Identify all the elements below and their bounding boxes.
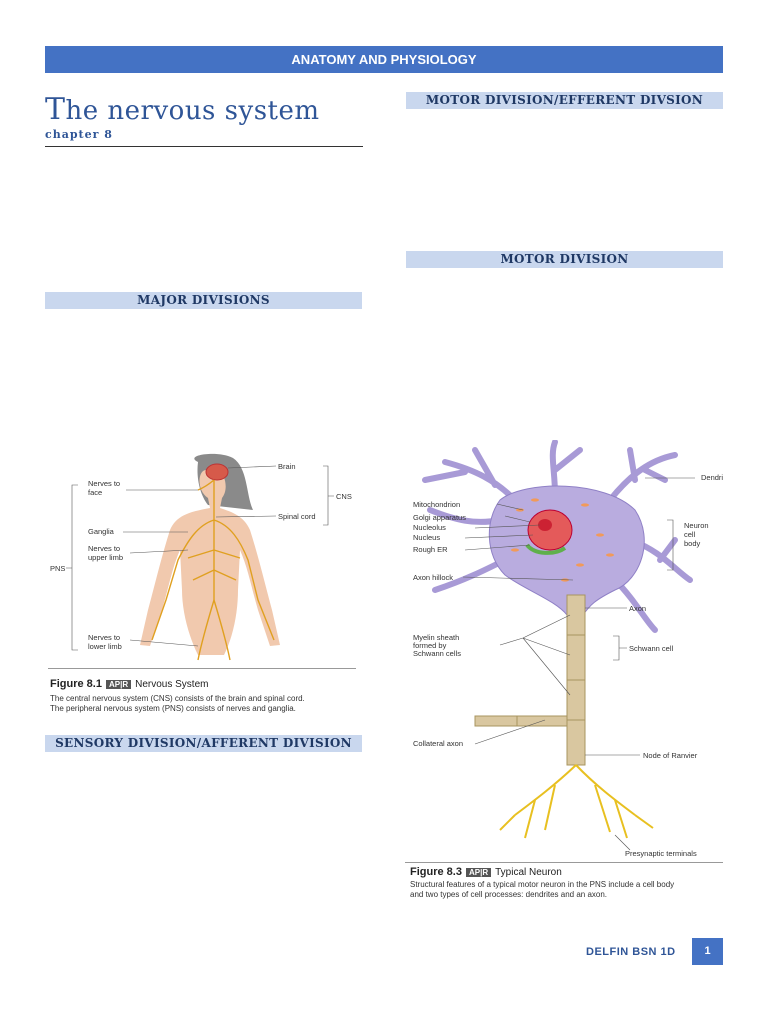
brain-shape [205,463,229,481]
label-nerves-upper-1: Nerves to [88,544,120,553]
label-pns: PNS [50,564,65,573]
nucleus-shape [527,509,573,551]
nerve-paths [151,479,275,661]
label-nucleolus: Nucleolus [413,523,446,532]
label-neuron-1: Neuron [684,521,709,530]
label-nucleus: Nucleus [413,533,440,542]
page-title: The nervous system [45,92,320,127]
neuron-leader-lines [462,477,695,851]
label-axon: Axon [629,604,646,613]
figure3-caption-rule [405,862,723,863]
figure1-caption-rule [48,668,356,669]
apr-badge-icon: AP|R [465,868,492,877]
chapter-label: chapter 8 [45,128,113,141]
label-rough-er: Rough ER [413,545,448,554]
header-banner: ANATOMY AND PHYSIOLOGY [45,46,723,73]
rough-er-shape [525,543,567,555]
figure3-number: Figure 8.3 [410,866,462,878]
section-sensory: SENSORY DIVISION/AFFERENT DIVISION [45,735,362,752]
label-schwann: Schwann cell [629,644,674,653]
label-node: Node of Ranvier [643,751,698,760]
label-spinal-cord: Spinal cord [278,512,316,521]
neuron-figure: Dendrites Mitochondrion Golgi apparatus … [413,440,723,858]
label-axon-hillock: Axon hillock [413,573,453,582]
apr-badge-icon: AP|R [105,680,132,689]
axon-shapes [474,594,586,766]
label-myelin-1: Myelin sheath [413,633,459,642]
figure1-name: Nervous System [135,679,209,690]
figure1-caption-line2: The peripheral nervous system (PNS) cons… [50,704,296,713]
label-golgi: Golgi apparatus [413,513,466,522]
section-major-divisions: MAJOR DIVISIONS [45,292,362,309]
collateral-axon-shape [474,715,568,727]
label-nerves-lower-2: lower limb [88,642,122,651]
terminal-branches [499,764,654,839]
footer-author: DELFIN BSN 1D [586,946,676,958]
label-presynaptic: Presynaptic terminals [625,849,697,858]
figure3-name: Typical Neuron [495,867,562,878]
label-myelin-3: Schwann cells [413,649,461,658]
page-number: 1 [692,938,723,965]
label-brain: Brain [278,462,296,471]
label-collateral: Collateral axon [413,739,463,748]
title-first-letter: T [45,92,66,127]
section-motor: MOTOR DIVISION [406,251,723,268]
label-nerves-face-2: face [88,488,102,497]
leader-lines [66,465,334,651]
nucleolus-shape [538,519,552,531]
node-markers [567,634,585,721]
nervous-system-figure: Brain CNS Spinal cord Nerves to face Gan… [50,453,352,661]
label-cns: CNS [336,492,352,501]
section-motor-efferent: MOTOR DIVISION/EFFERENT DIVSION [406,92,723,109]
figure3-caption-line2: and two types of cell processes: dendrit… [410,890,608,899]
cell-body-shape [488,485,645,616]
label-dendrites: Dendrites [701,473,723,482]
label-myelin-2: formed by [413,641,447,650]
figure1-number: Figure 8.1 [50,678,102,690]
figure1-caption-line1: The central nervous system (CNS) consist… [50,694,305,703]
label-nerves-lower-1: Nerves to [88,633,120,642]
label-mitochondrion: Mitochondrion [413,500,460,509]
label-neuron-2: cell [684,530,696,539]
label-nerves-face-1: Nerves to [88,479,120,488]
label-neuron-3: body [684,539,701,548]
body-shape [140,468,280,655]
title-rule [45,146,363,147]
figure3-caption-line1: Structural features of a typical motor n… [410,880,675,889]
title-rest: he nervous system [65,96,320,126]
label-nerves-upper-2: upper limb [88,553,123,562]
label-ganglia: Ganglia [88,527,115,536]
